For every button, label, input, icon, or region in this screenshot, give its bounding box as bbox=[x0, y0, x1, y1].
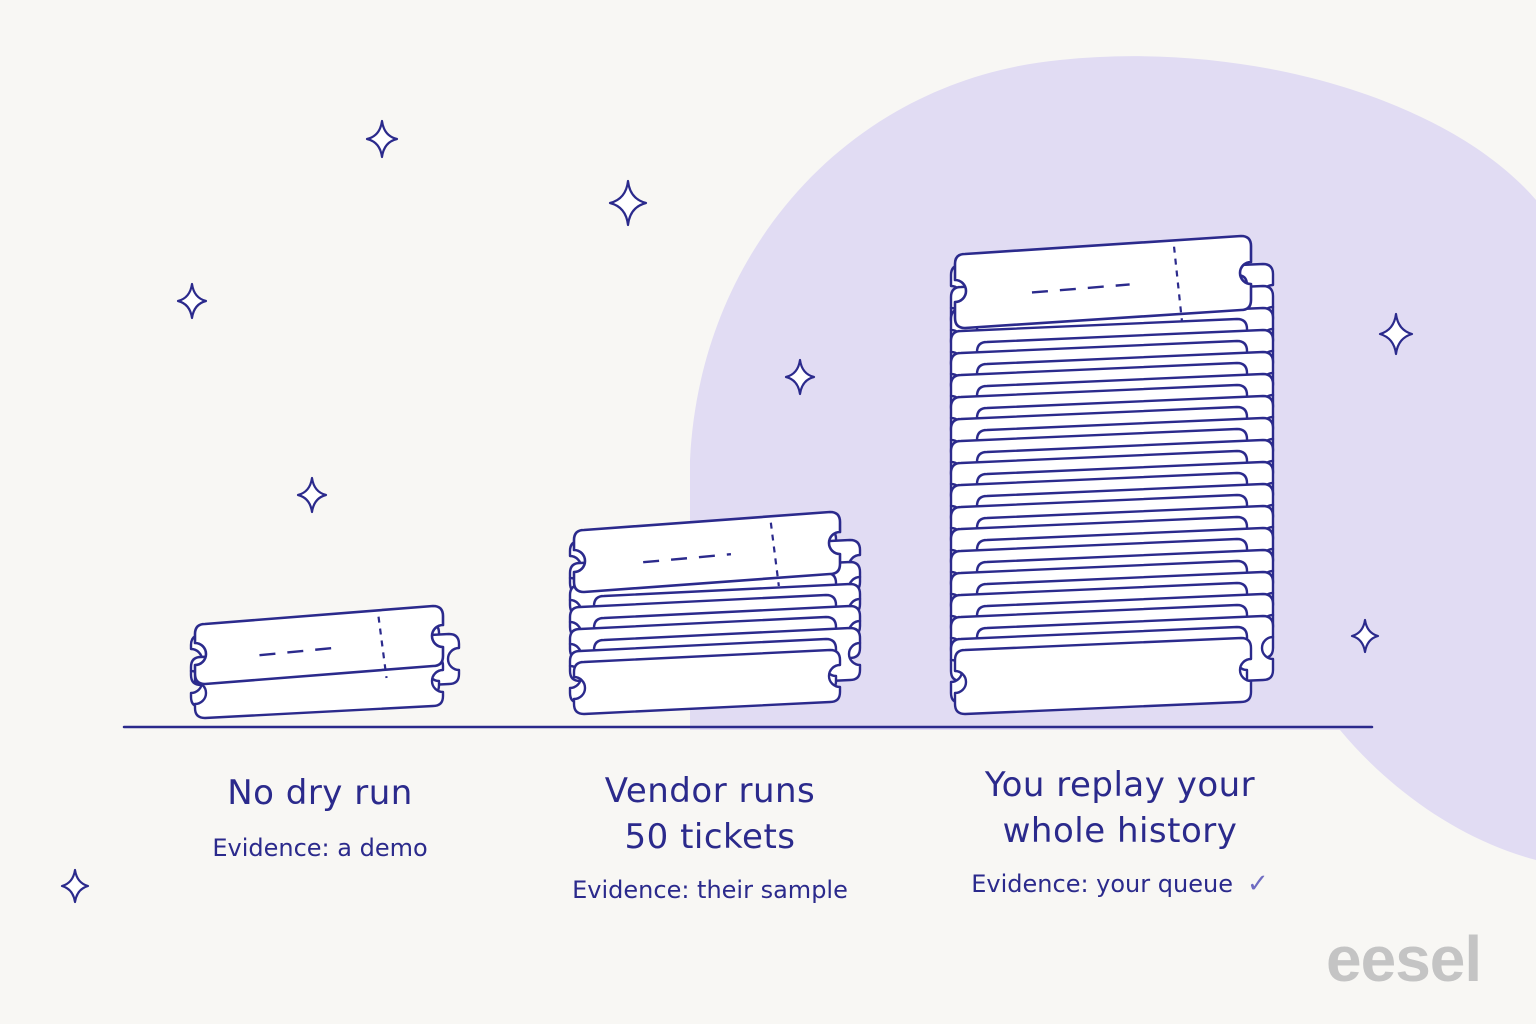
ticket-stack-2 bbox=[568, 510, 862, 716]
ticket-perforation bbox=[377, 616, 388, 679]
ticket-perforation bbox=[1172, 246, 1184, 323]
stack-evidence: Evidence: their sample bbox=[572, 876, 848, 904]
sparkle-icon bbox=[608, 179, 648, 227]
stack-title-line: You replay your bbox=[984, 765, 1256, 805]
ticket-perforation bbox=[769, 522, 780, 587]
sparkle-icon bbox=[176, 282, 208, 320]
ticket-stack-3 bbox=[949, 234, 1275, 716]
stack-title-line: whole history bbox=[1002, 811, 1238, 851]
sparkle-icon bbox=[1350, 618, 1380, 654]
ticket-stack-1 bbox=[189, 604, 461, 720]
sparkle-icon bbox=[784, 358, 816, 396]
stack-title: No dry run bbox=[160, 770, 480, 816]
ticket-dash-line bbox=[259, 646, 342, 657]
stack-evidence-text: Evidence: your queue bbox=[971, 870, 1233, 898]
ticket-stacks bbox=[189, 234, 1275, 720]
sparkle-icon bbox=[365, 119, 399, 159]
sparkle-icon bbox=[1378, 312, 1414, 356]
stack-title-line: Vendor runs bbox=[604, 771, 816, 811]
sparkles bbox=[60, 119, 1414, 904]
ticket-top bbox=[572, 510, 842, 594]
ticket-top bbox=[193, 604, 445, 686]
ticket-layer bbox=[953, 636, 1253, 716]
checkmark-icon: ✓ bbox=[1246, 869, 1269, 899]
sparkle-icon bbox=[60, 868, 90, 904]
stack-evidence: Evidence: a demo bbox=[212, 834, 428, 862]
caption-replay-history: You replay your whole history Evidence: … bbox=[940, 762, 1300, 900]
stack-evidence: Evidence: your queue ✓ bbox=[940, 868, 1300, 900]
caption-no-dry-run: No dry run Evidence: a demo bbox=[160, 770, 480, 864]
sparkle-icon bbox=[296, 476, 328, 514]
caption-vendor-runs: Vendor runs 50 tickets Evidence: their s… bbox=[530, 768, 890, 906]
stack-title-line: 50 tickets bbox=[624, 817, 796, 857]
ticket-dash-line bbox=[643, 553, 732, 564]
eesel-logo: eesel bbox=[1326, 923, 1482, 995]
stack-title: Vendor runs 50 tickets bbox=[530, 768, 890, 860]
ticket-top bbox=[953, 234, 1253, 330]
ticket-layer bbox=[572, 648, 842, 716]
stack-title: You replay your whole history bbox=[940, 762, 1300, 854]
stack-title-line: No dry run bbox=[227, 773, 413, 813]
